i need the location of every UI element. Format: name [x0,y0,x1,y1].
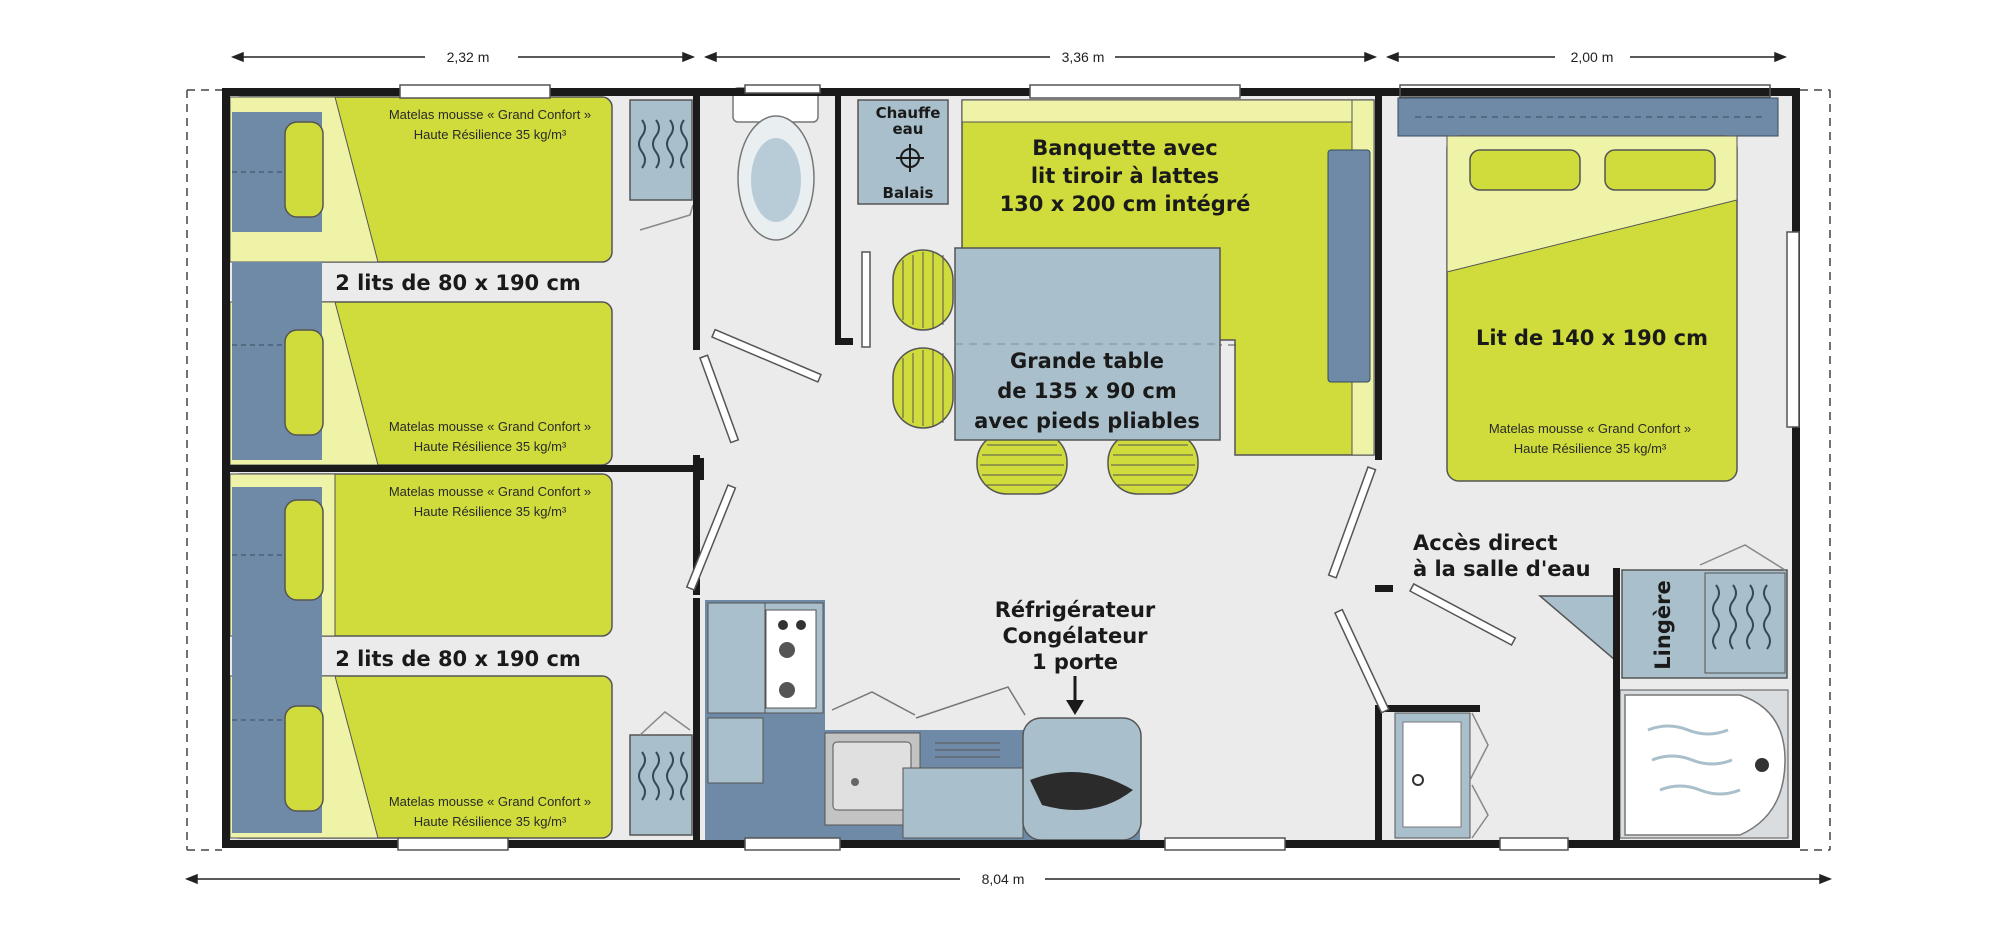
heater-label-line1: Chauffe [876,104,941,122]
bench-label-line3: 130 x 200 cm intégré [1000,192,1251,216]
double-bed [1397,97,1779,482]
stove-icon [765,609,817,709]
chair-left-top [892,249,954,331]
dashed-outline [186,89,1831,851]
shower [1619,689,1789,839]
table: Grande table de 135 x 90 cm avec pieds p… [954,247,1221,441]
mattress-note-4: Matelas mousse « Grand Confort » Haute R… [389,794,591,829]
linen-cupboard [1537,544,1788,679]
bed-label-bottom: 2 lits de 80 x 190 cm [335,647,581,671]
bed-label-top: 2 lits de 80 x 190 cm [335,271,581,295]
bed-top-1 [229,96,613,263]
bed-top-2 [229,262,613,466]
bench-label-line2: lit tiroir à lattes [1031,164,1219,188]
table-label-line3: avec pieds pliables [974,409,1200,433]
toilet [732,87,819,241]
wardrobe-top-left [629,99,694,231]
mattress-note-2-line1: Matelas mousse « Grand Confort » [389,419,591,434]
broom-label: Balais [883,184,934,202]
chair-bottom-2 [1107,431,1199,495]
heater-label-line2: eau [893,120,924,138]
dimension-total: 8,04 m [982,871,1025,887]
doors [685,251,1517,714]
mattress-note-3: Matelas mousse « Grand Confort » Haute R… [389,484,591,519]
dimension-left: 2,32 m [447,49,490,65]
dimension-middle: 3,36 m [1062,49,1105,65]
mattress-note-1-line2: Haute Résilience 35 kg/m³ [414,127,567,142]
access-label-line2: à la salle d'eau [1413,557,1591,581]
mattress-note-2: Matelas mousse « Grand Confort » Haute R… [389,419,591,454]
double-bed-mattress-line1: Matelas mousse « Grand Confort » [1489,421,1691,436]
fridge-label-line1: Réfrigérateur [995,598,1156,622]
drain-icon [1755,758,1769,772]
windows [397,84,1800,851]
dimension-right: 2,00 m [1571,49,1614,65]
washbasin [1394,712,1489,839]
chair-left-bottom [892,347,954,429]
table-label-line2: de 135 x 90 cm [997,379,1176,403]
access-label-line1: Accès direct [1413,531,1558,555]
water-heater-closet: Chauffe eau Balais [857,99,949,205]
mattress-note-3-line1: Matelas mousse « Grand Confort » [389,484,591,499]
mattress-note-1-line1: Matelas mousse « Grand Confort » [389,107,591,122]
wardrobe-bottom-left [629,711,693,836]
linen-label: Lingère [1651,580,1675,669]
fridge-label-line3: 1 porte [1032,650,1118,674]
mattress-note-4-line2: Haute Résilience 35 kg/m³ [414,814,567,829]
bed-bottom-1 [229,473,613,637]
walls [222,88,1800,848]
bench-label-line1: Banquette avec [1032,136,1218,160]
fridge-arrow-icon [1066,676,1084,715]
double-bed-label: Lit de 140 x 190 cm [1476,326,1708,350]
mattress-note-1: Matelas mousse « Grand Confort » Haute R… [389,107,591,142]
fridge-label-line2: Congélateur [1002,624,1148,648]
kitchen [705,600,1142,841]
table-label-line1: Grande table [1010,349,1164,373]
mattress-note-3-line2: Haute Résilience 35 kg/m³ [414,504,567,519]
dimension-lines [184,51,1833,885]
fridge-icon [1022,717,1142,841]
chair-bottom-1 [976,431,1068,495]
mattress-note-2-line2: Haute Résilience 35 kg/m³ [414,439,567,454]
mattress-note-4-line1: Matelas mousse « Grand Confort » [389,794,591,809]
double-bed-mattress-line2: Haute Résilience 35 kg/m³ [1514,441,1667,456]
bed-bottom-2 [229,637,613,839]
sink-icon [851,778,859,786]
